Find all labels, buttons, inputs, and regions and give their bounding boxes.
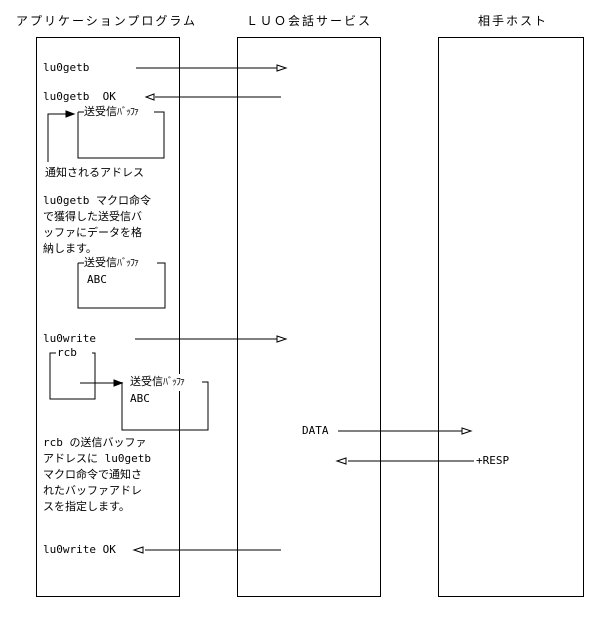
buffer3-content: ABC [130,392,150,405]
label-getb-ok: lu0getb OK [43,90,116,103]
buffer2-box [77,262,166,309]
buffer2-content: ABC [87,273,107,286]
arrow-write-head [276,335,288,343]
desc2-line-2: アドレスに lu0getb [43,452,151,465]
header-remote-host: 相手ホスト [478,14,549,28]
arrow-write-ok-head [132,546,144,554]
rcb-box [49,352,96,400]
buffer3-box [121,381,209,431]
label-getb: lu0getb [43,61,90,74]
address-pointer-head [65,110,76,118]
label-write-ok: lu0write OK [43,543,116,556]
arrow-getb-head [276,64,288,72]
header-application: アプリケーションプログラム [16,14,198,28]
lane-luo-service [237,37,381,597]
label-notified-address: 通知されるアドレス [45,166,144,179]
label-data: DATA [302,424,329,437]
buffer1-label: 送受信ﾊﾞｯﾌｧ [84,104,139,121]
rcb-pointer-head [113,379,124,387]
desc1-line-2: で獲得した送受信バ [43,210,142,223]
desc1-line-1: lu0getb マクロ命令 [43,194,151,207]
address-pointer-line [47,113,66,162]
desc1-line-3: ッファにデータを格 [43,226,142,239]
arrow-data-head [461,427,473,435]
arrow-resp-head [335,457,347,465]
header-luo-service: ＬＵＯ会話サービス [246,14,373,28]
desc2-line-1: rcb の送信バッファ [43,436,147,449]
buffer2-label: 送受信ﾊﾞｯﾌｧ [84,255,139,272]
label-resp: +RESP [476,454,510,467]
label-write: lu0write [43,332,96,345]
buffer1-box [77,111,165,159]
arrow-getb-ok-head [144,93,155,101]
buffer3-label: 送受信ﾊﾞｯﾌｧ [130,374,185,391]
rcb-label: rcb [57,345,77,361]
desc1-line-4: 納します。 [43,242,97,255]
lane-remote-host [438,37,584,597]
lane-application [36,37,180,597]
desc2-line-4: れたバッファアドレ [43,484,142,497]
desc2-line-3: マクロ命令で通知さ [43,468,142,481]
desc2-line-5: スを指定します。 [43,500,130,513]
